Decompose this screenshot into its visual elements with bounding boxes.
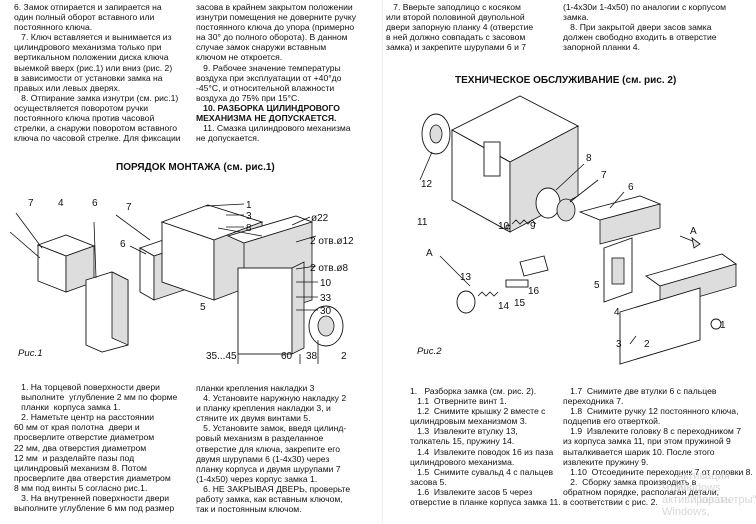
fig2-callout-8: 8 <box>586 153 592 164</box>
fig1-dim-12: 2 отв.ø12 <box>310 236 354 247</box>
fig2-callout-3: 3 <box>616 339 622 350</box>
fig2-callout-13: 13 <box>460 272 472 283</box>
fig1-dim-38: 38 <box>306 351 318 362</box>
fig2-callout-12: 12 <box>421 179 433 190</box>
knob-12 <box>419 113 451 181</box>
fig1-callout-3: 3 <box>246 211 252 222</box>
warning-no-disassembly: 10. РАЗБОРКА ЦИЛИНДРОВОГО МЕХАНИЗМА НЕ Д… <box>196 102 340 124</box>
fig2-callout-A-left: A <box>426 248 433 259</box>
head-8 <box>535 163 599 222</box>
fig2-callout-6: 6 <box>628 182 634 193</box>
fig1-dim-30: 30 <box>320 306 332 317</box>
fig1-callout-8: 8 <box>246 223 252 234</box>
fig2-callout-15: 15 <box>514 298 526 309</box>
fig1-callout-5: 5 <box>200 302 206 313</box>
maintenance-heading: ТЕХНИЧЕСКОЕ ОБСЛУЖИВАНИЕ (см. рис. 2) <box>455 75 677 86</box>
fig1-callout-6b: 6 <box>120 239 126 250</box>
small-parts-13-16 <box>439 255 549 314</box>
activation-watermark-line2: Чтобы активировать Windows, <box>662 482 731 518</box>
figure-1-label: Рис.1 <box>18 348 43 359</box>
fig1-callout-4: 4 <box>58 198 64 209</box>
fig2-callout-2: 2 <box>644 339 650 350</box>
fig1-dim-10: 10 <box>320 278 332 289</box>
spring-10 <box>505 219 537 230</box>
fig2-callout-11: 11 <box>417 217 428 228</box>
fig1-dim-35-45: 35...45 <box>206 351 237 362</box>
fig2-callout-A-right: A <box>690 226 697 237</box>
fig2-callout-4: 4 <box>614 307 620 318</box>
figure-2-label: Рис.2 <box>417 346 442 357</box>
fig1-dim-8: 2 отв.ø8 <box>310 263 348 274</box>
top-col2-text: засова в крайнем закрытом положении изну… <box>196 2 357 103</box>
instructions-top-col4: (1-4х30и 1-4х50) по аналогии с корпусом … <box>563 2 727 53</box>
fig1-dim-33: 33 <box>320 293 332 304</box>
mount-steps-col1: 1. На торцевой поверхности двери выполни… <box>14 382 178 514</box>
plate-part <box>85 221 129 353</box>
fig1-callout-7a: 7 <box>28 198 34 209</box>
fig1-callout-1: 1 <box>246 200 252 211</box>
mount-steps-col2: планки крепления накладки 3 4. Установит… <box>196 383 351 515</box>
fig1-callout-6a: 6 <box>92 198 98 209</box>
maint-steps-col1: 1. Разборка замка (см. рис. 2). 1.1 Отве… <box>410 386 560 508</box>
maint-steps-col2: 1.7 Снимите две втулки 6 с пальцев перех… <box>563 386 753 508</box>
fig2-callout-7: 7 <box>601 170 607 181</box>
center-divider <box>382 0 383 524</box>
fig2-callout-10: 10 <box>498 221 510 232</box>
activation-watermark-line1: Активация Windows <box>676 470 730 494</box>
top-col2-tail: 11. Смазка цилиндрового механизма не доп… <box>196 123 351 144</box>
activation-watermark-line3: "Параметры" <box>690 494 756 506</box>
fig2-callout-5: 5 <box>594 280 600 291</box>
door-edge-part <box>237 261 344 364</box>
lock-body-11 <box>451 95 579 233</box>
cylinder-3 <box>619 235 738 365</box>
fig1-callout-7b: 7 <box>126 202 132 213</box>
instructions-top-col1: 6. Замок отпирается и запирается на один… <box>14 2 181 144</box>
instructions-top-col3: 7. Вверьте заподлицо с косяком или второ… <box>386 2 534 53</box>
fig1-dim-22: ø22 <box>311 213 329 224</box>
strike-plate-4 <box>603 237 633 303</box>
fig1-dim-2: 2 <box>341 351 347 362</box>
instructions-top-col2: засова в крайнем закрытом положении изну… <box>196 2 382 143</box>
bolt-5 <box>578 191 662 245</box>
fig2-callout-1: 1 <box>720 320 726 331</box>
fig2-callout-14: 14 <box>498 301 510 312</box>
fig2-callout-9: 9 <box>530 221 536 232</box>
mount-heading: ПОРЯДОК МОНТАЖА (см. рис.1) <box>116 162 275 173</box>
fig2-callout-16: 16 <box>528 286 540 297</box>
fig1-dim-60: 60 <box>281 351 293 362</box>
